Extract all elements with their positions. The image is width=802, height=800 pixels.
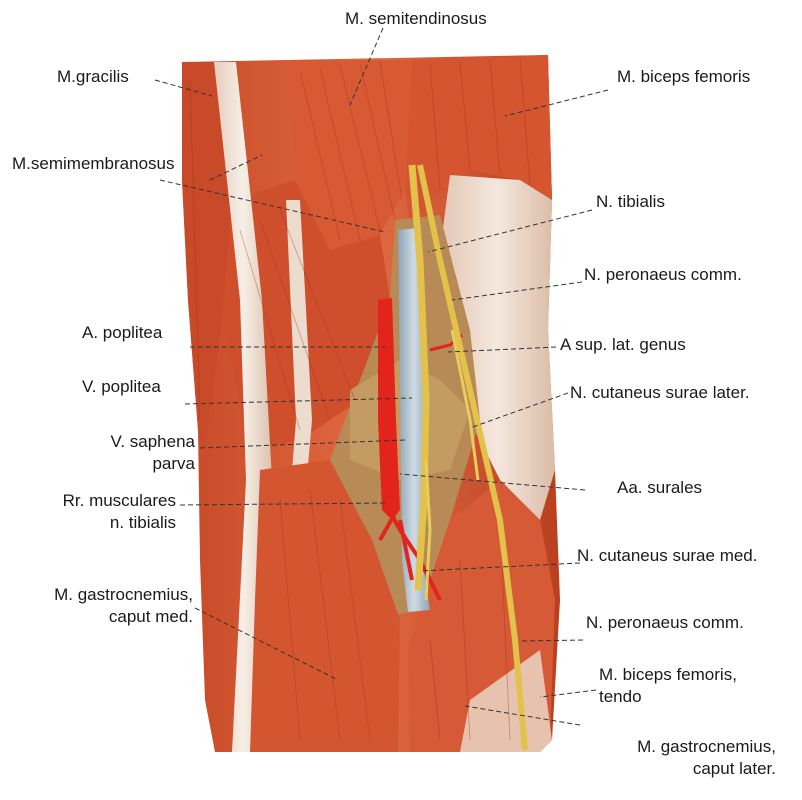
label-gastro-med: M. gastrocnemius, caput med. [54,585,193,626]
label-semitendinosus: M. semitendinosus [345,9,487,28]
label-n-peronaeus-upper: N. peronaeus comm. [584,265,742,284]
label-biceps-tendo: M. biceps femoris, tendo [599,665,737,706]
label-gracilis: M.gracilis [57,67,129,86]
label-n-tibialis: N. tibialis [596,192,665,211]
label-n-peronaeus-lower: N. peronaeus comm. [586,613,744,632]
semitendinosus-muscle [290,60,412,250]
label-aa-surales: Aa. surales [617,478,703,497]
tibial-nerve [408,164,430,591]
label-a-sup-lat-genus: A sup. lat. genus [560,335,686,354]
leader-lines [154,27,609,726]
label-n-cutaneus-later: N. cutaneus surae later. [570,383,750,402]
gastrocnemius-lateral-aponeurosis [460,650,552,752]
label-v-saphena: V. saphena parva [110,432,195,473]
muscle-fibres [189,57,531,741]
label-biceps-femoris: M. biceps femoris [617,67,751,86]
common-peroneal-nerve [417,164,528,751]
lateral-sural-cutaneous-nerve [450,329,480,481]
medial-sural-cutaneous-nerve [424,459,432,601]
gastrocnemius-medial-head [250,460,400,752]
biceps-tendon-sheet [440,175,555,520]
gracilis-muscle [182,62,232,450]
label-semimembranosus: M.semimembranosus [12,154,175,173]
label-rr-musculares: Rr. musculares n. tibialis [62,491,176,532]
label-gastro-later: M. gastrocnemius, caput later. [637,737,776,778]
sural-arteries [378,504,442,601]
biceps-femoris-muscle [405,55,552,260]
label-n-cutaneus-med: N. cutaneus surae med. [577,546,758,565]
label-a-poplitea: A. poplitea [82,323,163,342]
popliteal-artery [378,298,400,520]
label-v-poplitea: V. poplitea [82,377,161,396]
